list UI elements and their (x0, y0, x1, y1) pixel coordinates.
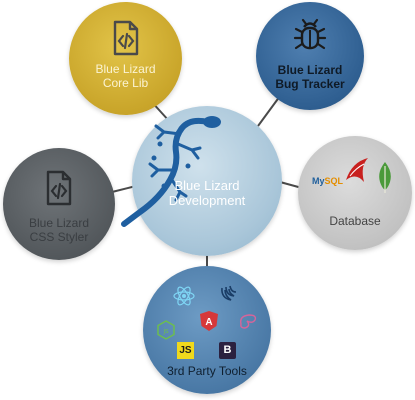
react-logo (173, 286, 195, 306)
mongodb-leaf-logo (379, 162, 391, 193)
css-styler-label-line1: Blue Lizard (28, 216, 90, 230)
css-styler-label-line2: CSS Styler (29, 230, 89, 244)
connector-bug (257, 95, 281, 127)
node-database: MySQL Database (298, 136, 412, 250)
sql-server-logo (346, 158, 368, 182)
node-css-styler: Blue Lizard CSS Styler (3, 148, 115, 260)
database-label: Database (329, 214, 381, 228)
node-core-lib: Blue Lizard Core Lib (69, 2, 182, 115)
sass-logo (239, 314, 257, 329)
svg-text:A: A (205, 317, 212, 328)
document-code-icon (46, 170, 72, 206)
bug-icon (293, 18, 327, 50)
core-lib-label-line2: Core Lib (102, 76, 149, 90)
document-code-icon (113, 20, 138, 56)
center-label-line2: Development (168, 193, 246, 208)
node-3rd-party-tools: js A JS B 3rd Party Tools (143, 266, 271, 394)
bug-tracker-label-line1: Blue Lizard (277, 63, 343, 77)
center-label-line1: Blue Lizard (174, 178, 240, 193)
node-blue-lizard-development: Blue Lizard Development (121, 106, 282, 256)
javascript-logo: JS (177, 342, 194, 359)
core-lib-label-line1: Blue Lizard (95, 62, 156, 76)
lizard-icon (121, 116, 221, 227)
bug-tracker-label-line2: Bug Tracker (275, 77, 345, 91)
jquery-logo (221, 285, 237, 301)
node-bug-tracker: Blue Lizard Bug Tracker (256, 2, 364, 110)
mysql-logo: MySQL (312, 176, 344, 186)
tools-label: 3rd Party Tools (167, 364, 247, 378)
bootstrap-logo: B (219, 342, 236, 359)
svg-text:js: js (162, 328, 169, 335)
angular-logo: A (200, 311, 218, 331)
nodejs-logo: js (157, 320, 175, 340)
